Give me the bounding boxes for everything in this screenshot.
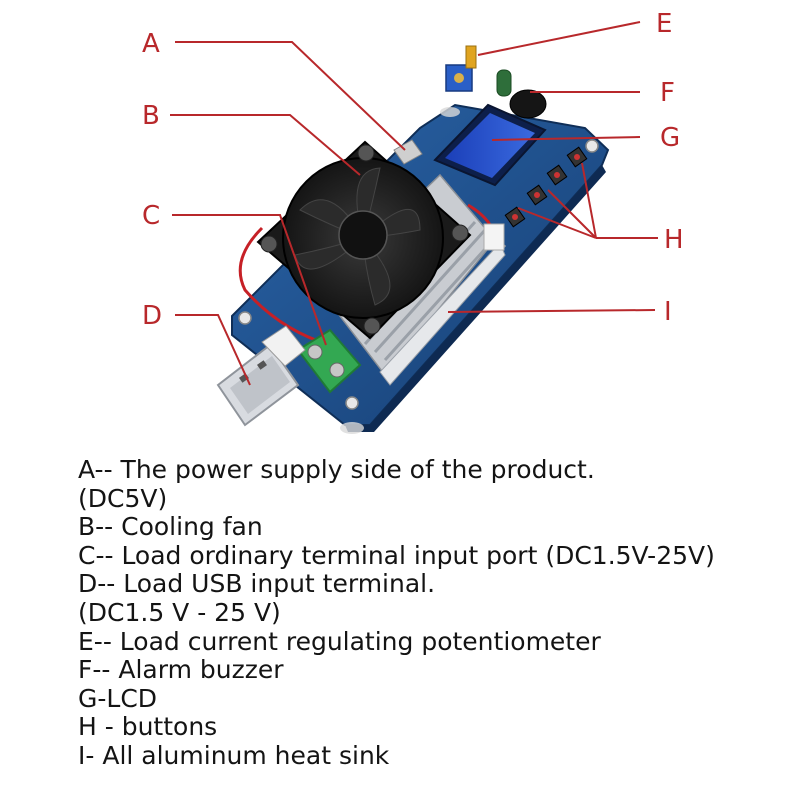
- alarm-buzzer: [496, 69, 547, 119]
- screw-terminal: [296, 328, 362, 394]
- legend-line: (DC1.5 V - 25 V): [78, 597, 281, 627]
- callout-f: F: [660, 78, 675, 108]
- power-port: [393, 139, 423, 165]
- legend-line: H - buttons: [78, 712, 218, 742]
- callout-i: I: [664, 297, 672, 327]
- usb-plug: [216, 325, 306, 427]
- legend-line: D-- Load USB input terminal.: [78, 569, 436, 599]
- legend: A-- The power supply side of the product…: [78, 455, 778, 771]
- leader-lines: [170, 21, 658, 386]
- callout-d: D: [142, 301, 162, 331]
- cooling-fan: [256, 140, 472, 340]
- callout-b: B: [142, 101, 160, 131]
- legend-line: C-- Load ordinary terminal input port (D…: [78, 540, 715, 570]
- legend-line: G-LCD: [78, 683, 158, 713]
- callout-a: A: [142, 29, 160, 59]
- legend-line: E-- Load current regulating potentiomete…: [78, 626, 601, 656]
- legend-line: I- All aluminum heat sink: [78, 740, 390, 770]
- fan-wires: [238, 203, 505, 347]
- callout-e: E: [656, 9, 672, 39]
- product-diagram: A B C D E F G H I: [142, 9, 684, 434]
- potentiometer: [445, 45, 477, 92]
- callout-c: C: [142, 201, 160, 231]
- legend-line: (DC5V): [78, 483, 168, 513]
- legend-line: F-- Alarm buzzer: [78, 655, 284, 685]
- buttons: [504, 146, 588, 228]
- callout-h: H: [664, 225, 684, 255]
- legend-line: A-- The power supply side of the product…: [78, 455, 595, 484]
- legend-line: B-- Cooling fan: [78, 512, 263, 542]
- lcd-display: [433, 103, 547, 187]
- callout-g: G: [660, 123, 680, 153]
